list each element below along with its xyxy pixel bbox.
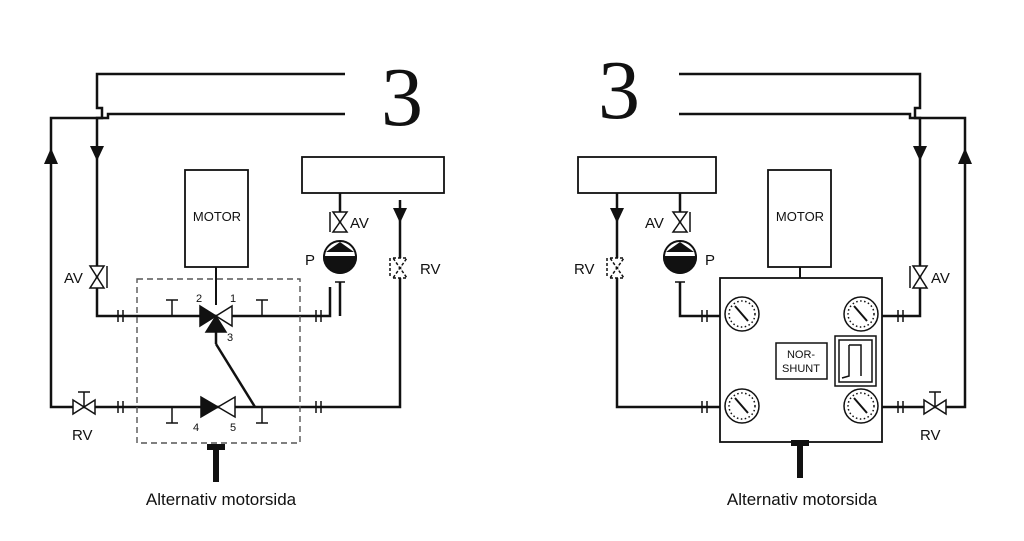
left-rv-right-valve (389, 257, 409, 279)
right-rv-pipe (615, 193, 720, 409)
left-return-pipe (49, 112, 402, 409)
left-port-2: 2 (196, 293, 202, 305)
right-motor-label: MOTOR (776, 209, 824, 224)
left-expansion-tank (301, 156, 445, 194)
right-flow-arrow-up (958, 148, 972, 164)
right-couplings (701, 310, 904, 413)
left-zone-number: 3 (381, 51, 423, 144)
right-unit-label-line1: NOR- (787, 349, 815, 361)
left-lower-valve-4 (200, 395, 220, 419)
left-rv-bottom-valve (72, 391, 96, 416)
right-diagram (577, 72, 972, 478)
left-rv-bottom-label: RV (72, 427, 93, 444)
left-shunt-dashed-area (136, 278, 301, 444)
left-av-top-valve (329, 211, 349, 233)
right-gauge-top-right (843, 296, 879, 332)
left-rv-right-label: RV (420, 261, 441, 278)
right-gauge-top-left (724, 296, 760, 332)
right-pump (662, 240, 698, 283)
left-pump (322, 240, 358, 283)
left-port-5: 5 (230, 422, 236, 434)
right-rv-bottom-valve (923, 391, 947, 416)
left-av-left-label: AV (64, 270, 83, 287)
left-caption: Alternativ motorsida (146, 490, 297, 509)
right-rv-left-valve (606, 257, 626, 279)
right-rv-bottom-label: RV (920, 427, 941, 444)
left-lower-valve-5 (216, 395, 236, 419)
right-caption: Alternativ motorsida (727, 490, 878, 509)
right-return-pipe (679, 112, 967, 409)
right-display-window (834, 335, 877, 387)
right-zone-number: 3 (598, 44, 640, 137)
right-av-top-valve (671, 211, 691, 233)
left-couplings (117, 310, 322, 413)
right-supply-pipe (679, 72, 922, 318)
left-tank-arrow-down (393, 208, 407, 223)
left-flow-arrow-down (90, 146, 104, 161)
left-port-4: 4 (193, 422, 199, 434)
right-bottom-tee (791, 440, 809, 478)
right-unit-label-line2: SHUNT (782, 363, 820, 375)
right-pump-label: P (705, 252, 715, 269)
left-bottom-tee (207, 444, 225, 482)
right-av-right-label: AV (931, 270, 950, 287)
left-port-3: 3 (227, 332, 233, 344)
left-pump-label: P (305, 252, 315, 269)
left-diagram (44, 72, 445, 482)
left-motor-label: MOTOR (193, 209, 241, 224)
left-port-1: 1 (230, 293, 236, 305)
right-expansion-tank (577, 156, 717, 194)
left-t-markers (166, 299, 268, 424)
right-av-right-valve (909, 265, 929, 289)
left-valve-diagonal (214, 343, 257, 408)
left-mixing-valve-port1 (214, 304, 233, 328)
right-rv-left-label: RV (574, 261, 595, 278)
right-gauge-bottom-left (724, 388, 760, 424)
left-av-left-valve (88, 265, 108, 289)
left-mixing-valve-port2 (199, 304, 218, 328)
right-flow-arrow-down (913, 146, 927, 161)
left-flow-arrow-up (44, 148, 58, 164)
right-av-top-label: AV (645, 215, 664, 232)
right-gauge-bottom-right (843, 388, 879, 424)
right-norshunt-label-box (775, 342, 828, 380)
left-av-top-label: AV (350, 215, 369, 232)
